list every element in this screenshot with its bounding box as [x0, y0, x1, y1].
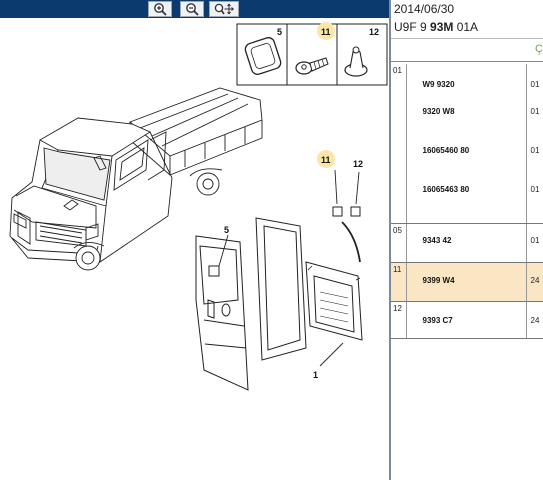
part-ref[interactable]: 9320 W8 [422, 107, 455, 116]
zoom-in-icon [154, 3, 167, 16]
parts-table: 01 W9 9320 9320 W8 16065460 80 16065463 … [391, 64, 543, 339]
screw-location-marker [332, 206, 343, 217]
qty-cell: 01 [526, 223, 543, 263]
callout-11-highlight [317, 150, 335, 168]
qty-cell: 01 01 01 01 [526, 64, 543, 224]
catalog-date: 2014/06/30 [394, 2, 455, 16]
part-refs-cell: 9399 W4 [406, 262, 527, 302]
part-refs-cell: 9343 42 [406, 223, 527, 263]
panel-subheader: Ç [391, 38, 543, 62]
legend-callout-5: 5 [277, 27, 282, 37]
part-11-screw-drawing [295, 57, 329, 75]
group-number: 05 [391, 223, 407, 263]
callout-1: 1 [313, 370, 318, 380]
legend-highlight [317, 22, 335, 40]
diagram-pane: 5 11 12 [0, 0, 389, 391]
part-5-clip-drawing [244, 37, 282, 75]
seal-frame-drawing [255, 217, 307, 361]
catalog-code: U9F 9 93M 01A [394, 20, 479, 34]
part-refs-cell: W9 9320 9320 W8 16065460 80 16065463 80 [406, 64, 527, 224]
filter-icon[interactable]: Ç [535, 43, 543, 55]
clip-location-marker [208, 265, 220, 277]
part-ref[interactable]: 9343 42 [422, 235, 452, 245]
zoom-out-button[interactable] [180, 1, 204, 17]
qty: 24 [530, 315, 540, 325]
part-ref[interactable]: 9393 C7 [422, 315, 453, 325]
callout-5: 5 [224, 225, 229, 235]
part-refs-cell: 9393 C7 [406, 301, 527, 339]
table-row[interactable]: 01 W9 9320 9320 W8 16065460 80 16065463 … [391, 64, 543, 224]
part-ref[interactable]: 9399 W4 [422, 275, 455, 285]
zoom-pan-button[interactable] [209, 1, 239, 17]
part-12-rivet-drawing [344, 46, 368, 77]
qty-cell: 24 [526, 262, 543, 302]
exploded-parts-diagram: 5 11 12 [9, 22, 388, 391]
qty: 01 [530, 235, 540, 245]
table-row-selected[interactable]: 11 9399 W4 24 [391, 262, 543, 302]
group-number: 01 [391, 64, 407, 224]
table-row[interactable]: 12 9393 C7 24 [391, 301, 543, 339]
zoom-in-button[interactable] [148, 1, 172, 17]
callout-11: 11 [321, 155, 331, 165]
callout-12: 12 [353, 159, 363, 169]
truck-drawing [9, 87, 263, 271]
qty: 01 [530, 80, 540, 89]
zoom-out-icon [186, 3, 199, 16]
legend-callout-12: 12 [369, 27, 379, 37]
qty: 01 [530, 185, 540, 194]
qty: 01 [530, 146, 540, 155]
pane-divider[interactable] [389, 0, 391, 480]
qty: 01 [530, 107, 540, 116]
qty-cell: 24 [526, 301, 543, 339]
qty: 24 [530, 275, 540, 285]
group-number: 11 [391, 262, 407, 302]
rivet-location-marker [350, 206, 361, 217]
part-ref[interactable]: 16065460 80 [422, 146, 470, 155]
table-row[interactable]: 05 9343 42 01 [391, 223, 543, 263]
part-ref[interactable]: W9 9320 [422, 80, 455, 89]
part-ref[interactable]: 16065463 80 [422, 185, 470, 194]
legend-callout-11: 11 [321, 27, 331, 37]
group-number: 12 [391, 301, 407, 339]
zoom-pan-icon [214, 3, 234, 15]
door-panel-drawing [195, 235, 249, 391]
window-panel-drawing [305, 261, 363, 341]
diagram-toolbar [0, 0, 389, 18]
parts-panel: 2014/06/30 U9F 9 93M 01A Ç 01 W9 9320 93… [391, 0, 543, 480]
